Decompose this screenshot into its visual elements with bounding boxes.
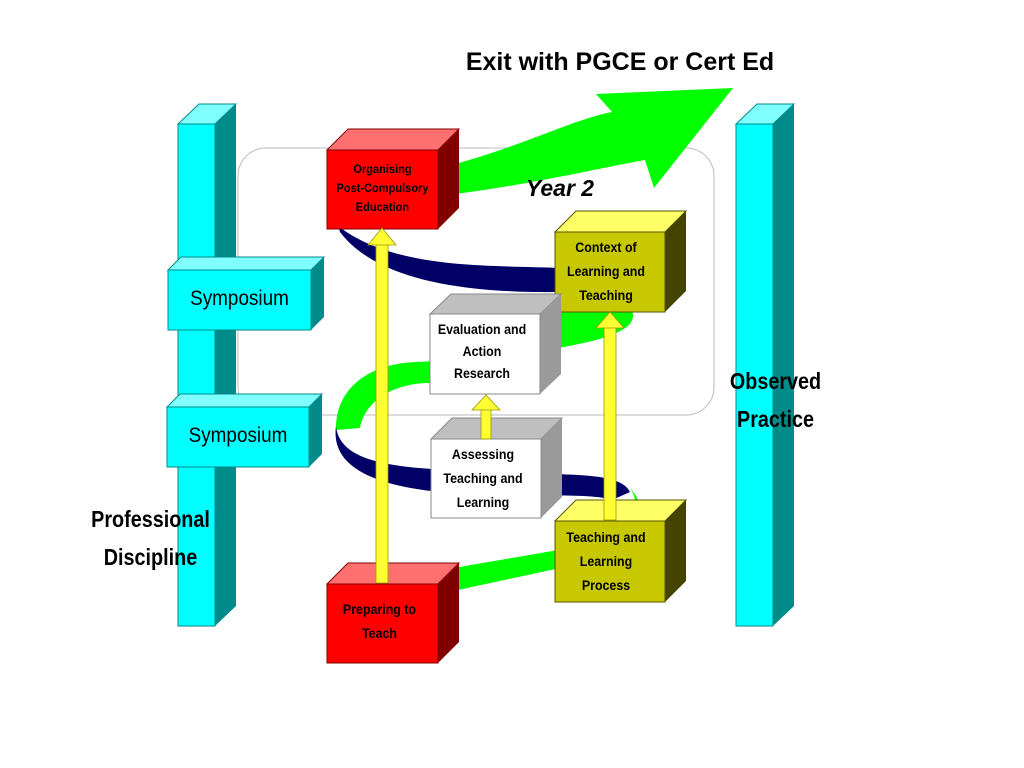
assessing-label: Assessing Teaching and Learning — [443, 447, 523, 510]
evaluation-box — [428, 293, 563, 395]
yellow-arrow-preparing-to-organising — [367, 227, 397, 584]
preparing-label: Preparing to Teach — [342, 602, 417, 641]
context-box — [553, 210, 688, 313]
diagram-title: Exit with PGCE or Cert Ed — [465, 48, 775, 76]
left-pillar — [176, 103, 238, 627]
preparing-box — [325, 562, 461, 664]
right-pillar — [734, 103, 796, 627]
yellow-arrow-teaching-to-context — [595, 311, 625, 521]
symposium-box-2 — [165, 393, 324, 468]
symposium-label-2: Symposium — [188, 424, 288, 447]
symposium-box-1 — [166, 256, 326, 331]
organising-box — [325, 128, 461, 230]
assessing-box — [429, 417, 564, 519]
organising-label: Organising Post-Compulsory Education — [336, 162, 429, 214]
teaching-box — [553, 499, 688, 603]
exit-arrow — [440, 88, 733, 196]
evaluation-label: Evaluation and Action Research — [437, 322, 527, 381]
left-pillar-label: Professional Discipline — [91, 506, 210, 570]
context-label: Context of Learning and Teaching — [567, 240, 645, 303]
symposium-label-1: Symposium — [190, 287, 289, 310]
yellow-arrow-assessing-to-evaluation — [471, 394, 501, 440]
year-label: Year 2 — [525, 175, 595, 201]
teaching-label: Teaching and Learning Process — [566, 530, 646, 593]
right-pillar-label: Observed Practice — [729, 368, 822, 432]
